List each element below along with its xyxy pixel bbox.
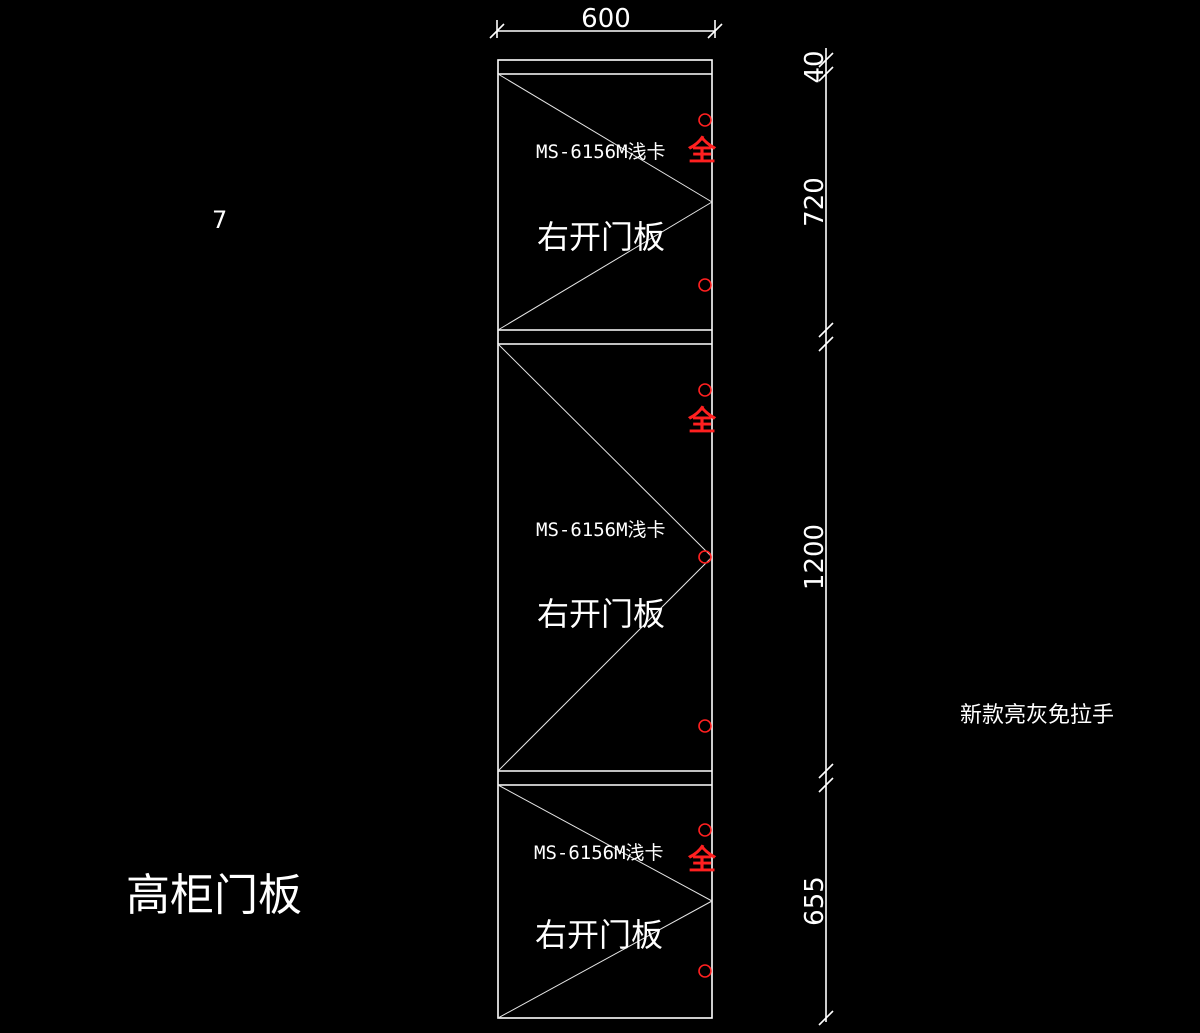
panel-door-type: 右开门板: [537, 218, 665, 256]
side-dimension-chain: 40 720 1200 655: [800, 48, 834, 1026]
drawing-title: 高柜门板: [126, 870, 302, 921]
hinge-icon: [698, 823, 712, 837]
panel-model: MS-6156M浅卡: [534, 842, 664, 864]
dimension-40: 40: [800, 50, 830, 83]
hinge-icon: [698, 550, 712, 564]
panel-door-type: 右开门板: [535, 916, 663, 954]
door-panel-1: 全 MS-6156M浅卡 右开门板: [497, 73, 717, 331]
hinge-icon: [698, 383, 712, 397]
panel-model: MS-6156M浅卡: [536, 141, 666, 163]
cabinet-outline: [497, 59, 713, 1019]
panel-mark: 全: [687, 843, 717, 876]
hinge-icon: [698, 964, 712, 978]
panel-number: 7: [212, 206, 227, 234]
dimension-720: 720: [800, 177, 830, 227]
hinge-icon: [698, 278, 712, 292]
panel-mark: 全: [687, 134, 717, 167]
dimension-1200: 1200: [800, 524, 830, 590]
panel-model: MS-6156M浅卡: [536, 519, 666, 541]
hinge-icon: [698, 719, 712, 733]
dimension-655: 655: [800, 876, 830, 926]
door-panel-3: 全 MS-6156M浅卡 右开门板: [497, 784, 717, 1019]
panel-door-type: 右开门板: [537, 595, 665, 633]
door-panel-2: 全 MS-6156M浅卡 右开门板: [497, 343, 717, 772]
hinge-icon: [698, 113, 712, 127]
top-dimension: 600: [489, 4, 723, 39]
finish-note: 新款亮灰免拉手: [960, 703, 1114, 728]
panel-mark: 全: [687, 404, 717, 437]
top-dimension-label: 600: [581, 4, 631, 34]
